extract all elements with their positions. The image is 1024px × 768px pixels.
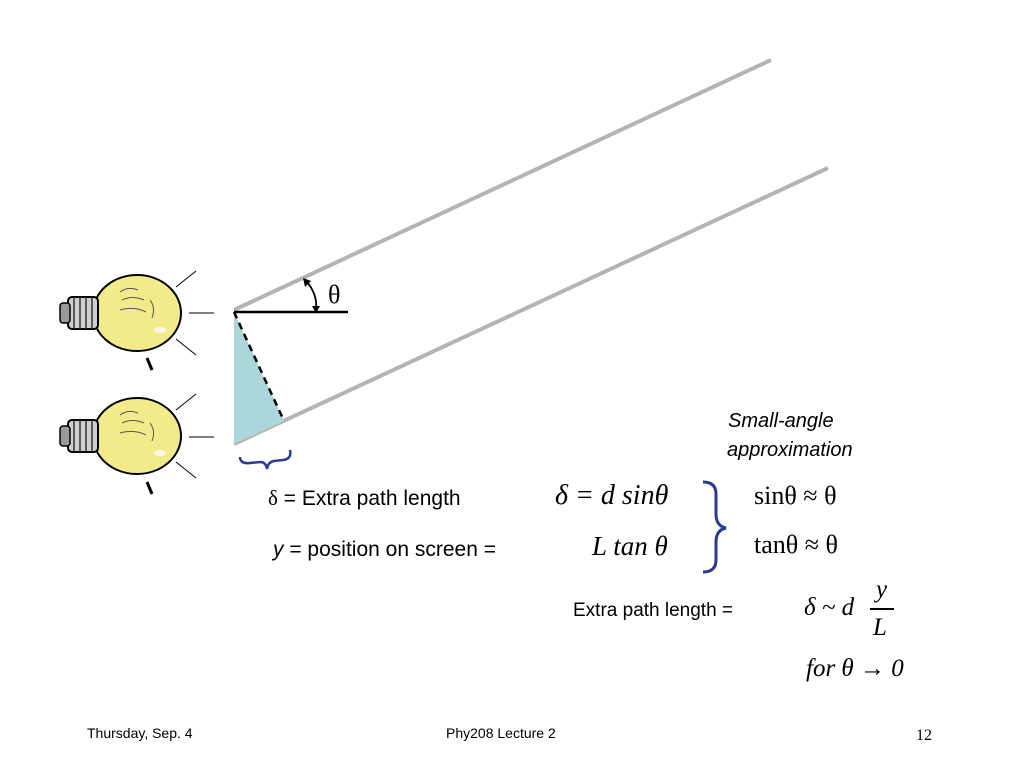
sin-approximation: sinθ ≈ θ [754, 481, 837, 510]
y-definition-text: = position on screen = [283, 538, 496, 561]
footer-page-number: 12 [916, 727, 932, 744]
angle-arrow-bottom [312, 306, 320, 313]
extra-path-length-label: Extra path length = [573, 600, 734, 621]
delta-tilde-expression: δ ~ d [804, 594, 855, 621]
path-difference-triangle [234, 312, 284, 444]
delta-definition-text: = Extra path length [277, 487, 461, 510]
upper-beam [233, 58, 772, 312]
slit-separation-brace [238, 449, 292, 470]
lower-light-bulb-icon [59, 393, 214, 495]
delta-symbol: δ [268, 486, 278, 510]
small-angle-heading-line2: approximation [727, 439, 853, 461]
l-tan-equation: L tan θ [592, 531, 668, 561]
delta-definition: δ = Extra path length [268, 486, 461, 511]
lower-beam [233, 166, 829, 446]
delta-equation: δ = d sinθ [555, 480, 669, 511]
angle-arrow-top [303, 278, 311, 287]
fraction-numerator: y [876, 576, 888, 603]
limit-condition: for θ → 0 [806, 655, 904, 682]
y-symbol: y [273, 538, 284, 561]
footer-date: Thursday, Sep. 4 [87, 725, 193, 741]
fraction-bar [870, 608, 894, 610]
tan-approximation: tanθ ≈ θ [754, 530, 838, 559]
footer-lecture-title: Phy208 Lecture 2 [446, 725, 556, 741]
perpendicular-dashed-line [232, 311, 286, 422]
y-definition: y = position on screen = [273, 538, 496, 562]
upper-light-bulb-icon [59, 270, 214, 371]
fraction-denominator: L [873, 614, 887, 641]
approximation-brace [702, 480, 727, 574]
theta-angle-label: θ [328, 280, 341, 309]
small-angle-heading-line1: Small-angle [728, 410, 834, 432]
